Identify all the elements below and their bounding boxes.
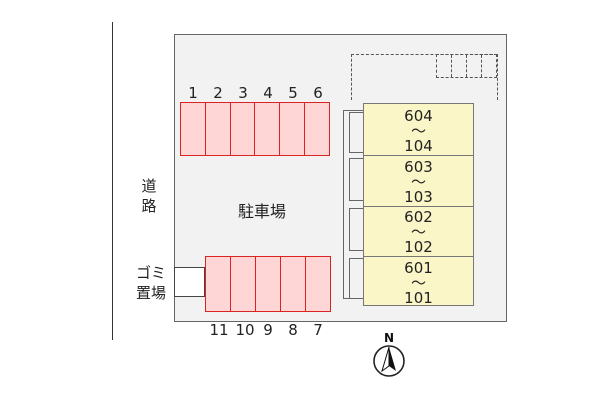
parking-space	[206, 257, 231, 311]
parking-number-4: 4	[263, 84, 273, 102]
parking-number-10: 10	[235, 321, 255, 339]
balcony-604	[349, 112, 363, 153]
balcony-603	[349, 158, 363, 201]
balcony-602	[349, 208, 363, 251]
bike-space	[467, 55, 482, 77]
dashed-area	[351, 54, 498, 100]
parking-number-6: 6	[313, 84, 323, 102]
unit-lower-number: 102	[404, 238, 433, 256]
parking-number-5: 5	[288, 84, 298, 102]
unit-upper-number: 601	[404, 259, 433, 277]
north-label: N	[383, 331, 395, 345]
bike-space	[437, 55, 452, 77]
unit-601-101: 601 〜 101	[364, 261, 473, 306]
parking-space	[255, 103, 281, 155]
parking-space	[181, 103, 206, 155]
parking-space	[231, 103, 256, 155]
parking-space	[206, 103, 231, 155]
unit-divider	[364, 155, 473, 156]
balcony-601	[349, 258, 363, 299]
road-label: 道 路	[140, 176, 158, 216]
garbage-area	[174, 267, 205, 297]
unit-tilde: 〜	[410, 274, 426, 292]
road-label-line1: 道	[141, 177, 157, 195]
parking-space	[256, 257, 281, 311]
bike-space	[452, 55, 467, 77]
garbage-label: ゴミ 置場	[136, 263, 166, 303]
unit-upper-number: 604	[404, 107, 433, 125]
parking-space	[306, 257, 330, 311]
north-arrow-icon	[373, 345, 405, 377]
apartment-building: 604 〜 104 603 〜 103 602 〜 102 601 〜 101	[363, 103, 474, 306]
road-label-line2: 路	[141, 197, 157, 215]
parking-lot-label: 駐車場	[238, 202, 287, 221]
unit-lower-number: 101	[404, 289, 433, 307]
road-edge-line	[112, 22, 113, 340]
garbage-label-line2: 置場	[136, 284, 167, 302]
parking-number-2: 2	[213, 84, 223, 102]
bike-parking-area	[436, 54, 497, 78]
unit-604-104: 604 〜 104	[364, 109, 473, 154]
parking-row-top	[180, 102, 330, 156]
unit-603-103: 603 〜 103	[364, 160, 473, 205]
unit-lower-number: 104	[404, 137, 433, 155]
parking-number-1: 1	[188, 84, 198, 102]
unit-602-102: 602 〜 102	[364, 210, 473, 255]
parking-space	[305, 103, 329, 155]
unit-upper-number: 602	[404, 208, 433, 226]
parking-number-3: 3	[238, 84, 248, 102]
unit-divider	[364, 256, 473, 257]
parking-row-bottom	[205, 256, 331, 312]
parking-number-9: 9	[263, 321, 273, 339]
parking-number-7: 7	[313, 321, 323, 339]
unit-upper-number: 603	[404, 158, 433, 176]
unit-tilde: 〜	[410, 173, 426, 191]
garbage-label-line1: ゴミ	[136, 264, 167, 282]
parking-number-11: 11	[209, 321, 229, 339]
parking-space	[280, 103, 306, 155]
parking-number-8: 8	[288, 321, 298, 339]
unit-tilde: 〜	[410, 223, 426, 241]
unit-lower-number: 103	[404, 188, 433, 206]
unit-divider	[364, 206, 473, 207]
parking-space	[231, 257, 256, 311]
parking-space	[281, 257, 306, 311]
bike-space	[482, 55, 496, 77]
unit-tilde: 〜	[410, 122, 426, 140]
